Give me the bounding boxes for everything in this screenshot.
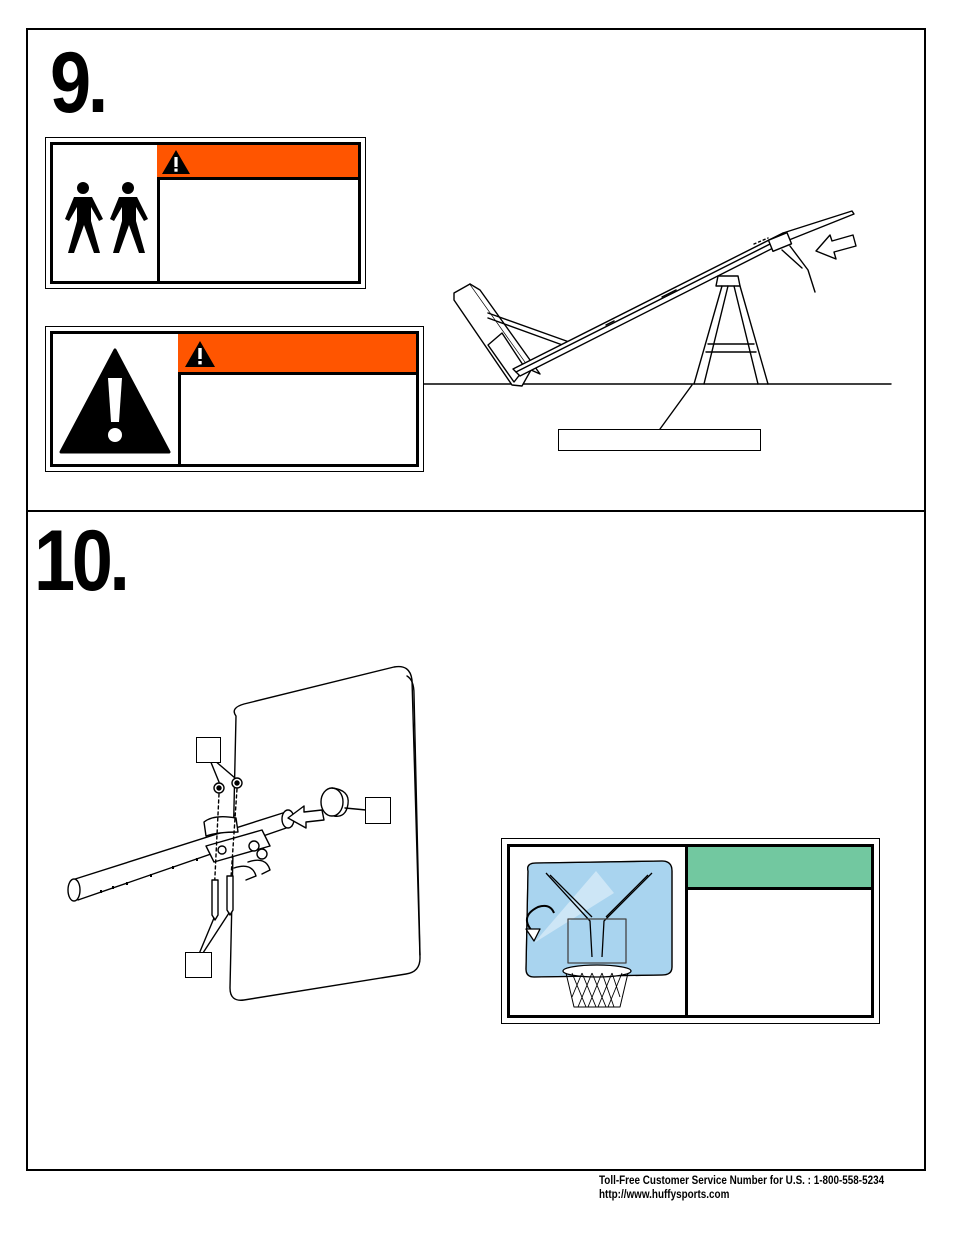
two-people-icon [53,145,160,281]
warning-triangle-icon [162,150,190,174]
clamp-bracket [203,815,239,837]
part-label-box-cap [365,797,391,824]
warning-box-two-people [45,137,366,289]
note-header [688,847,871,890]
bolt [211,879,219,921]
warning-header [178,334,416,375]
step-9-callout-box [558,429,761,451]
exclamation-triangle-drawing [59,348,171,454]
warning-box-exclamation [45,326,424,472]
section-divider [26,510,926,512]
exclamation-triangle-icon [53,334,181,464]
callout-leader [659,384,693,430]
backboard [229,665,421,1001]
warning-triangle-icon [185,341,215,367]
footer: Toll-Free Customer Service Number for U.… [599,1174,884,1202]
footer-url[interactable]: http://www.huffysports.com [599,1189,730,1201]
part-label-box-nuts [196,737,221,763]
part-label-box-bolts [185,952,212,978]
backboard-hoop-illustration [510,847,688,1015]
step-9-number: 9. [50,35,108,131]
backboard-hoop-drawing [525,860,673,1008]
step-9-arrow [815,234,857,260]
page-frame [26,28,926,1171]
step-10-arrow [287,805,325,829]
sawhorse-leg-right [739,285,769,385]
step-10-number: 10. [34,513,130,609]
warning-header [157,145,358,180]
bolt [226,875,234,916]
two-people-icon-drawing [65,182,148,253]
support-brace [487,312,573,344]
footer-phone: Toll-Free Customer Service Number for U.… [599,1175,885,1187]
step-9-illustration [423,210,892,430]
sawhorse-leg-left [693,285,723,385]
end-cap [320,787,344,817]
note-box [501,838,880,1024]
